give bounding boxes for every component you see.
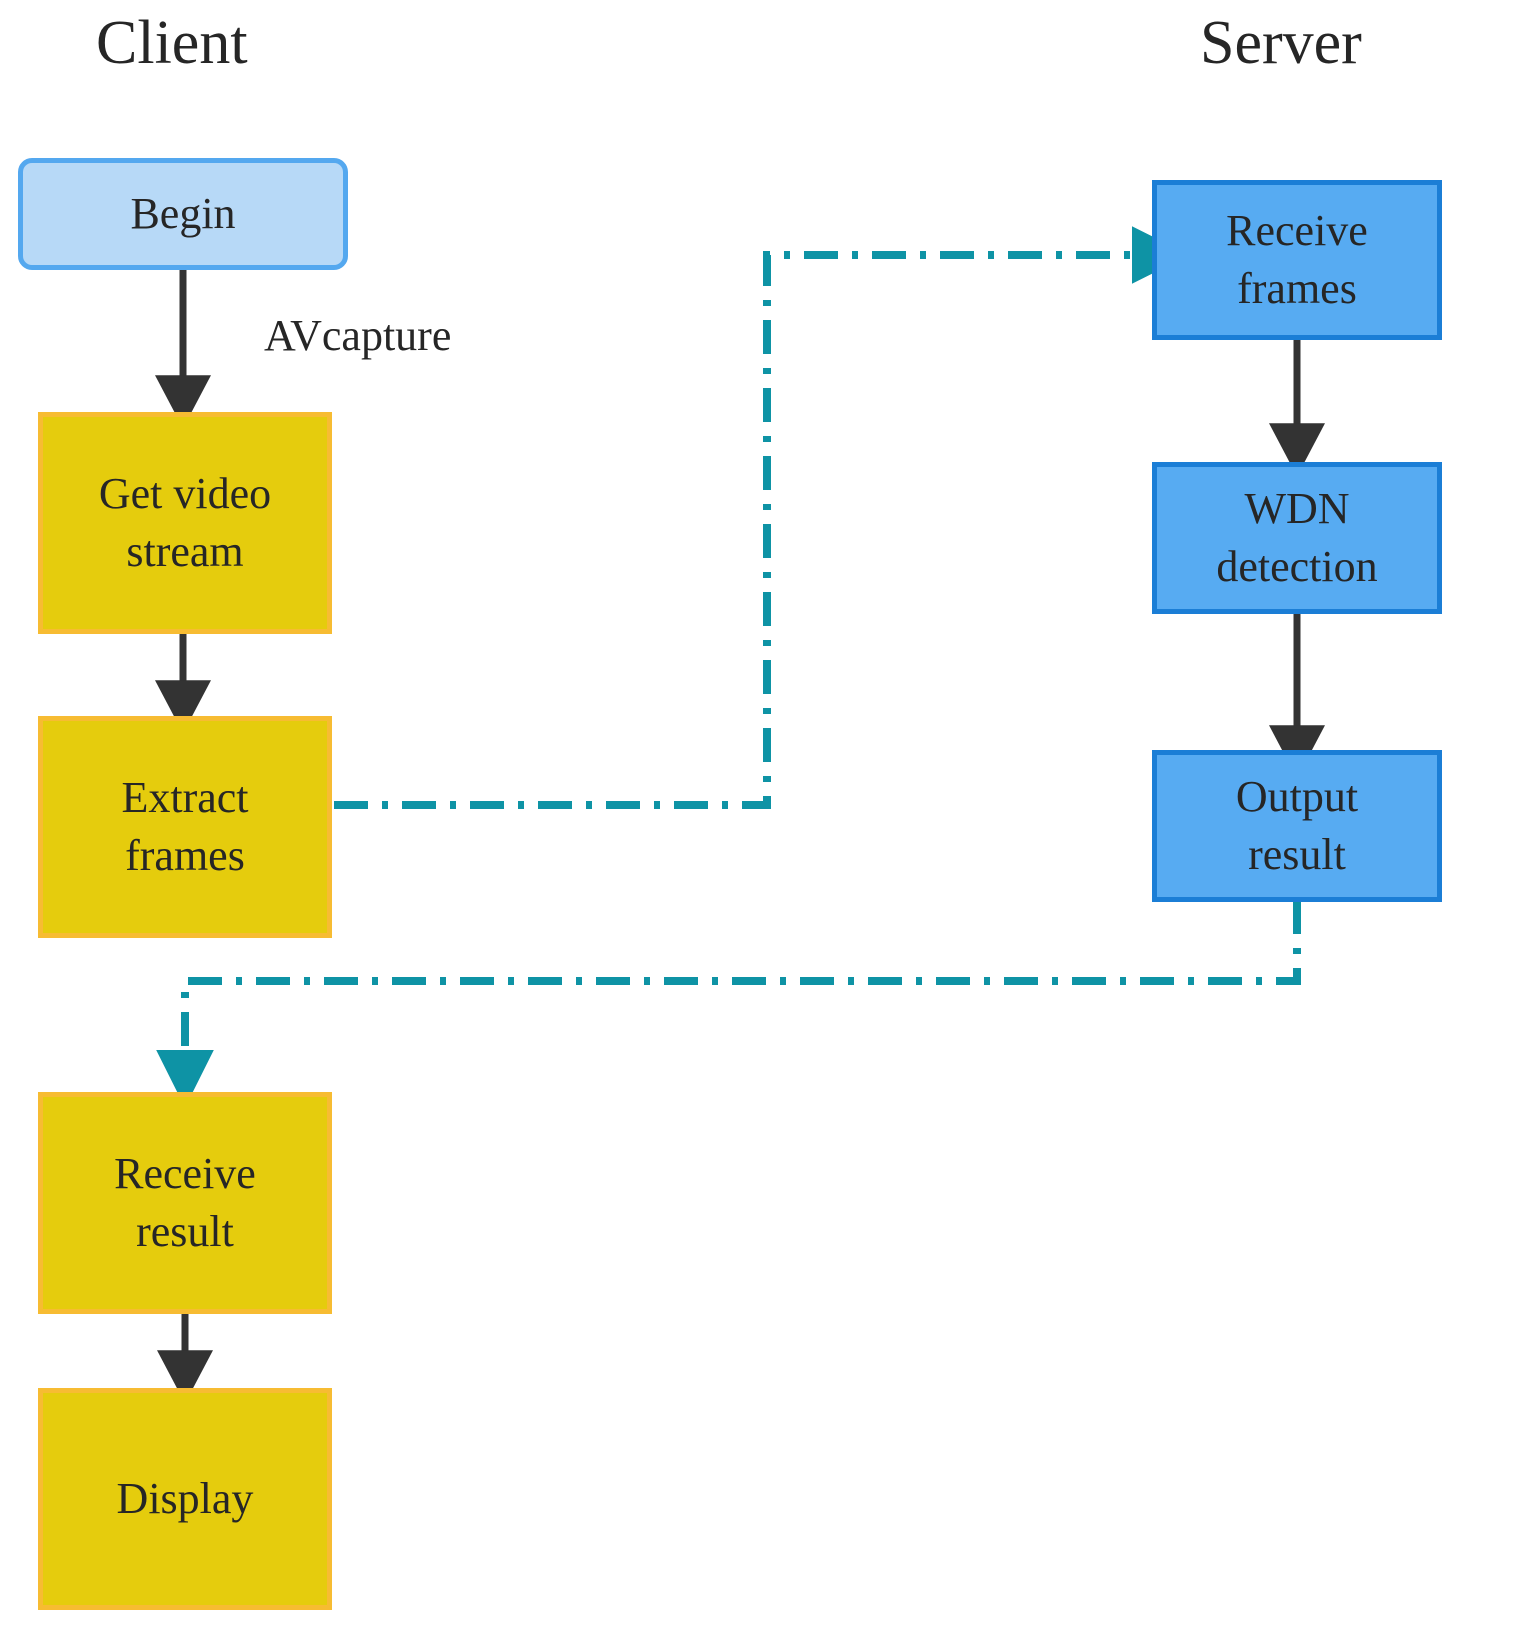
node-wdn-detection-line2: detection	[1216, 542, 1378, 591]
node-extract-frames-label: Extract frames	[121, 769, 248, 885]
node-output-result-line1: Output	[1235, 771, 1359, 821]
node-display-label: Display	[116, 1473, 254, 1523]
node-output-result-label: Output result	[1236, 768, 1358, 884]
node-receive-frames[interactable]: Receive frames	[1152, 180, 1442, 340]
node-get-video-stream[interactable]: Get video stream	[38, 412, 332, 634]
node-receive-result-label: Receive result	[114, 1145, 256, 1261]
node-extract-frames-line2: frames	[125, 831, 245, 880]
node-receive-result-line1: Receive	[114, 1148, 256, 1198]
node-receive-result-line2: result	[136, 1207, 234, 1256]
node-receive-frames-label: Receive frames	[1226, 202, 1368, 318]
node-receive-result[interactable]: Receive result	[38, 1092, 332, 1314]
node-get-video-stream-line1: Get video	[98, 468, 272, 518]
node-begin-label: Begin	[130, 188, 236, 238]
node-output-result-line2: result	[1248, 830, 1346, 879]
node-display[interactable]: Display	[38, 1388, 332, 1610]
edge-output-result-to-receive-result	[156, 900, 1301, 1108]
node-extract-frames-line1: Extract	[121, 772, 249, 822]
node-receive-frames-line1: Receive	[1226, 205, 1368, 255]
edge-label-avcapture: AVcapture	[264, 311, 452, 360]
lane-title-client: Client	[96, 9, 248, 77]
edge-extract-frames-to-receive-frames	[334, 226, 1190, 809]
lane-title-server: Server	[1200, 9, 1362, 77]
node-wdn-detection-line1: WDN	[1244, 483, 1350, 533]
node-output-result[interactable]: Output result	[1152, 750, 1442, 902]
node-wdn-detection[interactable]: WDN detection	[1152, 462, 1442, 614]
node-get-video-stream-line2: stream	[126, 527, 244, 576]
node-wdn-detection-label: WDN detection	[1216, 480, 1377, 596]
node-extract-frames[interactable]: Extract frames	[38, 716, 332, 938]
node-begin[interactable]: Begin	[18, 158, 348, 270]
node-get-video-stream-label: Get video stream	[99, 465, 271, 581]
node-receive-frames-line2: frames	[1237, 264, 1357, 313]
